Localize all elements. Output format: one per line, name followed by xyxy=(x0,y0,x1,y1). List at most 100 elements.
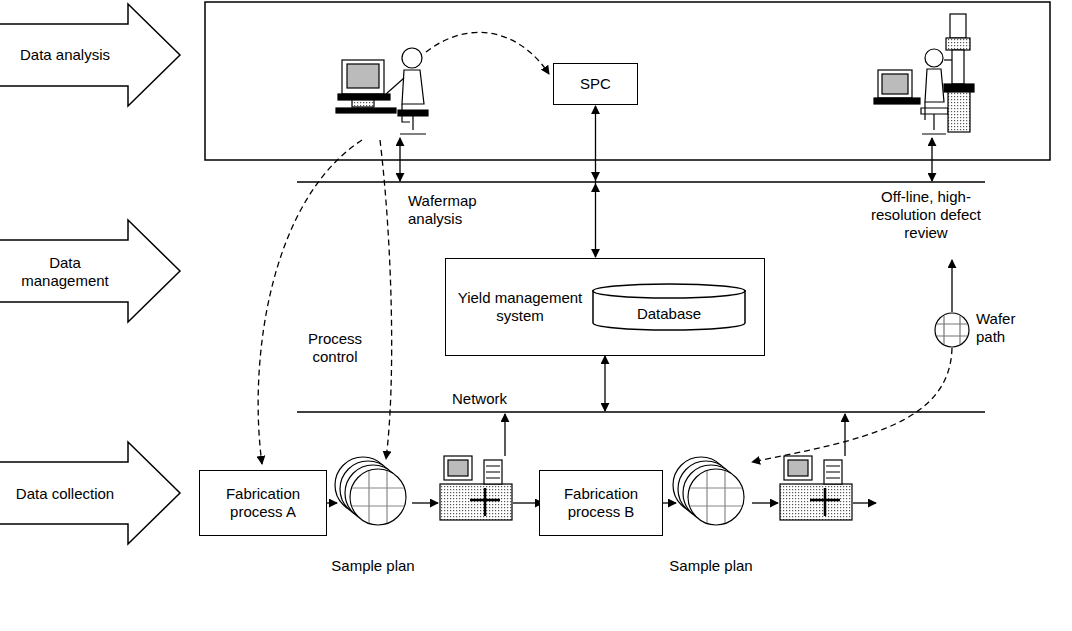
wafer-stack xyxy=(690,471,742,523)
bus-link xyxy=(604,356,605,411)
microscope-icon xyxy=(946,38,970,50)
process-flow-arrow xyxy=(412,502,438,503)
bus-link xyxy=(844,414,845,456)
bus-label: Network xyxy=(452,390,532,408)
dashed-arrow xyxy=(258,140,362,464)
dashed-arrow xyxy=(752,348,952,462)
text-group: Data analysis xyxy=(20,46,110,64)
dashed-arrow xyxy=(380,140,392,459)
engineer-icon xyxy=(336,48,428,134)
inspection-tool xyxy=(470,488,500,516)
inspection-tool xyxy=(484,460,502,484)
inspection-tool xyxy=(784,456,812,480)
inspection-tool xyxy=(810,488,840,516)
text-box: Fabrication process A xyxy=(200,471,326,535)
engineer-icon xyxy=(347,64,379,88)
text-box: Database xyxy=(592,297,746,331)
node-text: Data management xyxy=(4,254,126,290)
wafer-stack xyxy=(352,471,404,523)
engineer-icon xyxy=(398,110,428,116)
inspection-tool xyxy=(788,460,808,476)
text-box: Yield management system xyxy=(454,259,586,354)
inspection-tool xyxy=(448,460,468,476)
process-box: Fabrication process B xyxy=(539,470,663,536)
process-box: Fabrication process A xyxy=(199,470,327,536)
annotation-label: Wafer path xyxy=(976,310,1036,346)
text-box: Fabrication process B xyxy=(540,471,662,535)
node-text: Yield management system xyxy=(454,289,586,325)
microscope-icon xyxy=(948,92,970,132)
connector-arrow xyxy=(595,106,596,257)
text-group: Fabrication process B xyxy=(540,485,662,521)
text-group: Data collection xyxy=(16,485,114,503)
inspection-tool xyxy=(824,460,842,484)
network-bus xyxy=(297,411,985,413)
engineer-icon xyxy=(336,108,396,113)
annotation-label: Process control xyxy=(296,330,374,366)
node-text: Fabrication process B xyxy=(540,485,662,521)
engineer-icon xyxy=(338,94,390,100)
database-cylinder: Database xyxy=(592,283,746,331)
system-box: Database Yield management system xyxy=(445,258,765,356)
node-text: Data analysis xyxy=(20,46,110,64)
engineer-icon xyxy=(402,70,424,104)
arrow-outline xyxy=(0,220,180,322)
process-flow-arrow xyxy=(853,502,876,503)
microscope-icon xyxy=(874,98,920,104)
inspection-tool xyxy=(486,466,500,478)
cylinder-top xyxy=(593,284,745,298)
inspection-tool xyxy=(440,484,512,520)
inspection-tool xyxy=(780,484,852,520)
wafer-stack xyxy=(688,469,744,525)
microscope-icon xyxy=(950,14,966,38)
node-text: Database xyxy=(637,305,701,323)
inspection-tool xyxy=(826,466,840,478)
upper-bus xyxy=(297,181,985,183)
engineer-icon xyxy=(386,78,404,94)
process-box: SPC xyxy=(553,63,638,105)
microscope-icon xyxy=(952,50,964,84)
wafer-stack xyxy=(350,469,406,525)
text-group: Database xyxy=(637,305,701,323)
microscope-icon xyxy=(882,74,908,94)
wafer-icon xyxy=(935,313,969,347)
node-text: Fabrication process A xyxy=(200,485,326,521)
arrow-outline xyxy=(0,442,180,544)
microscope-icon xyxy=(944,84,974,92)
engineer-icon xyxy=(400,116,426,134)
text-box: SPC xyxy=(554,64,637,104)
process-flow-arrow xyxy=(752,502,778,503)
sample-label: Sample plan xyxy=(330,557,416,575)
bus-link xyxy=(504,414,505,456)
microscope-icon xyxy=(878,70,912,98)
bus-link xyxy=(399,138,400,181)
annotation-label: Off-line, high-resolution defect review xyxy=(862,188,990,242)
microscope-icon xyxy=(925,49,943,67)
stage-arrow: Data collection xyxy=(0,440,182,548)
text-group: Data management xyxy=(4,254,126,290)
bus-link xyxy=(931,138,932,181)
text-group: Yield management system xyxy=(454,289,586,325)
microscope-icon xyxy=(922,114,946,134)
dashed-arrow xyxy=(426,32,549,74)
wafer-icon xyxy=(937,316,967,344)
inspection-tool xyxy=(444,456,472,480)
text-group: SPC xyxy=(580,75,611,93)
engineer-icon xyxy=(402,48,422,68)
text-box: Data management xyxy=(4,240,126,304)
microscope-icon xyxy=(944,59,952,60)
dashed-arrow xyxy=(258,32,952,464)
wafer-icon xyxy=(935,313,969,347)
stage-arrow: Data analysis xyxy=(0,2,182,108)
microscope-icon xyxy=(874,14,974,134)
text-group: Fabrication process A xyxy=(200,485,326,521)
analysis-panel xyxy=(205,2,1050,160)
text-box: Data analysis xyxy=(4,24,126,86)
bus-junction-head xyxy=(591,172,600,192)
engineer-icon xyxy=(342,60,384,94)
node-text: Data collection xyxy=(16,485,114,503)
arrow-outline xyxy=(0,4,180,106)
annotation-label: Wafermap analysis xyxy=(408,192,498,228)
bus-link xyxy=(400,138,952,456)
